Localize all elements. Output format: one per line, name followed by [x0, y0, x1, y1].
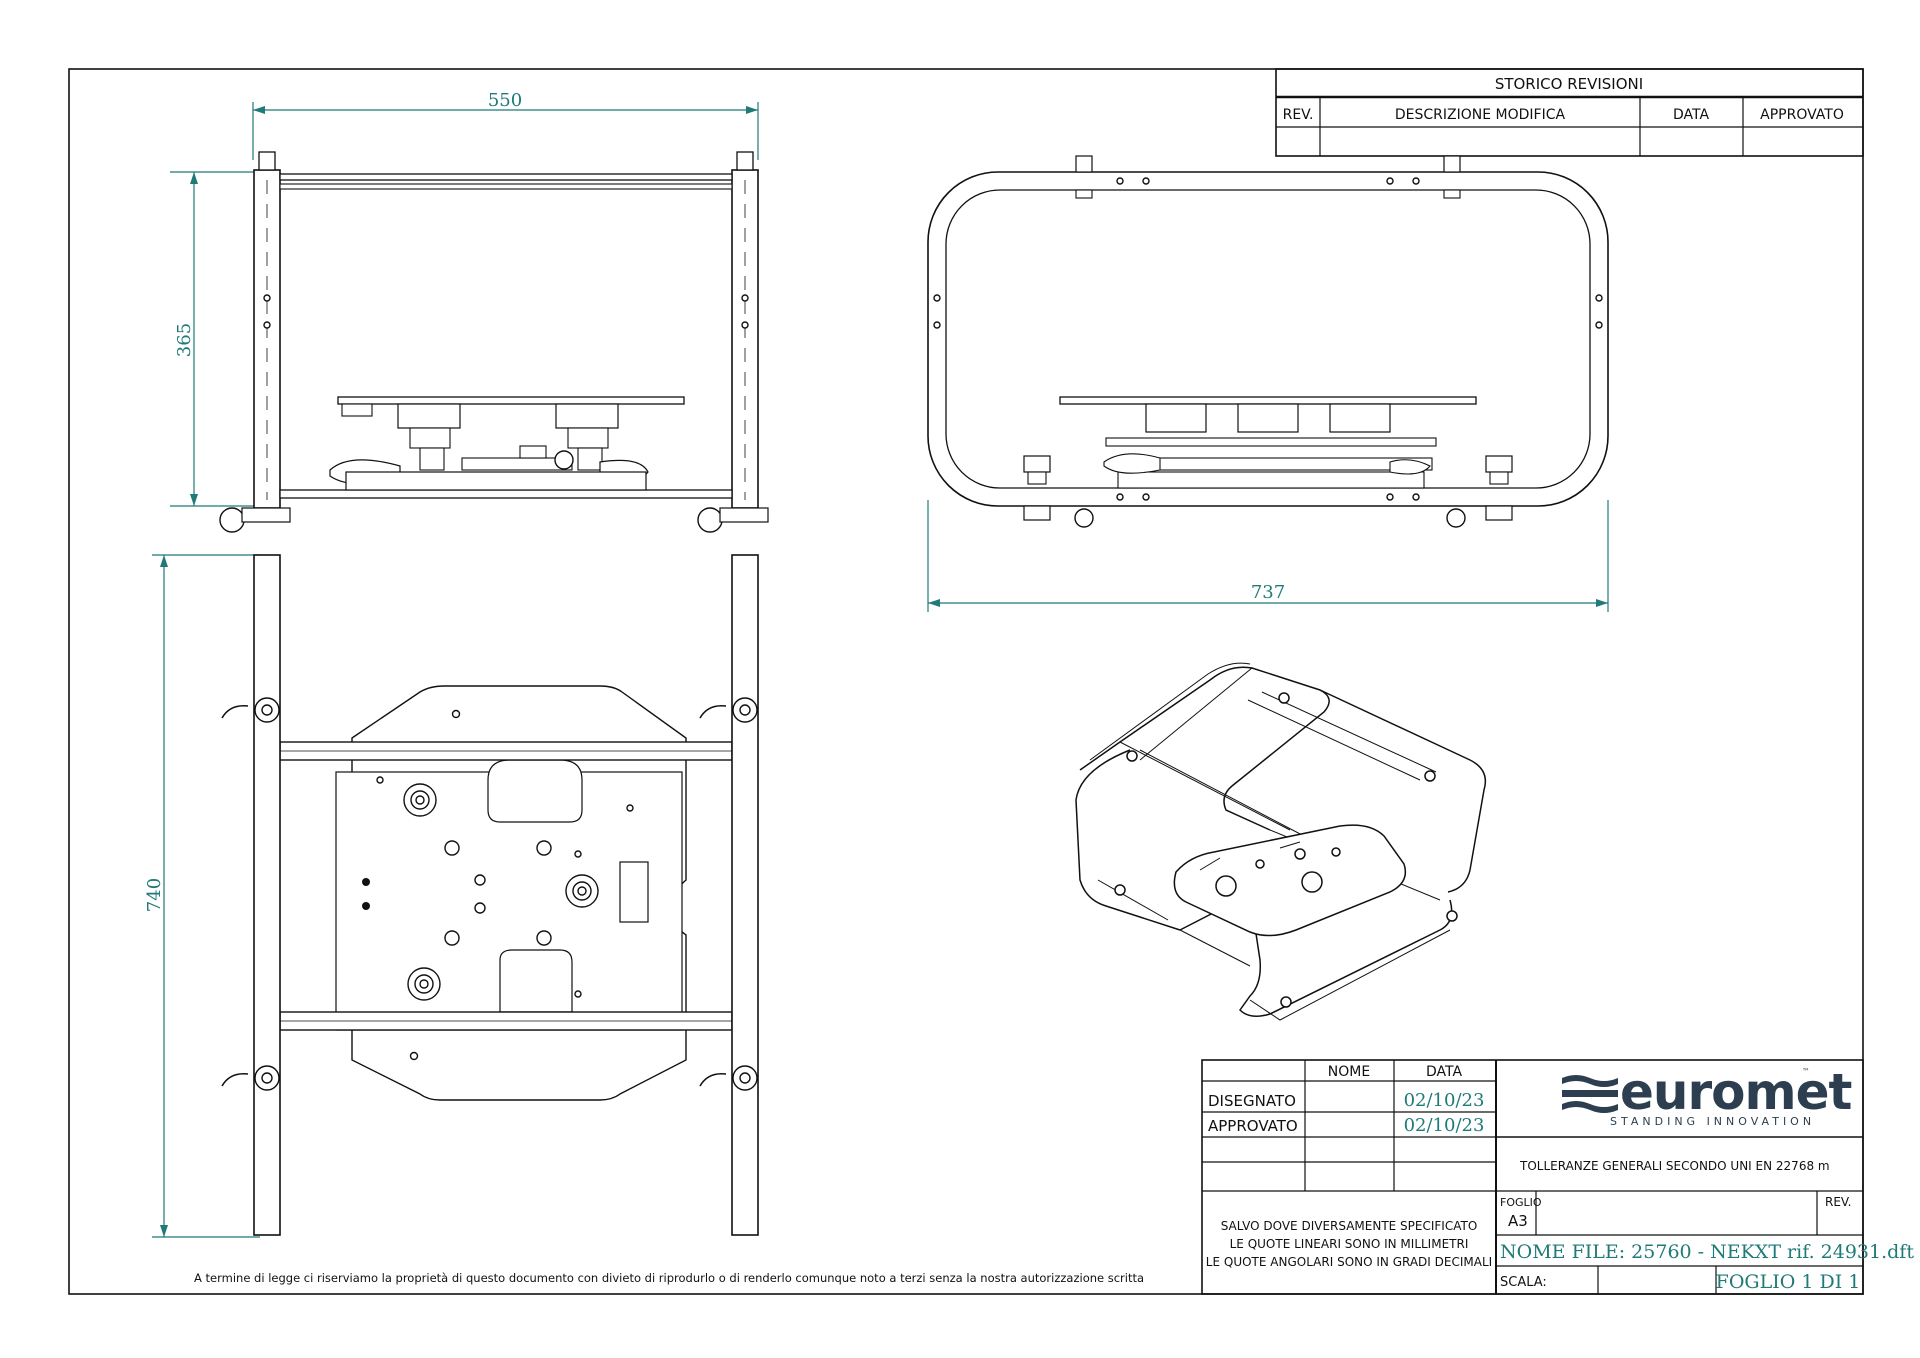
title-block: NOME DATA DISEGNATO 02/10/23 APPROVATO 0…: [1201, 1059, 1914, 1295]
note-line-3: LE QUOTE ANGOLARI SONO IN GRADI DECIMALI: [1206, 1255, 1492, 1269]
side-view: 737: [927, 155, 1609, 612]
revision-title: STORICO REVISIONI: [1495, 75, 1643, 93]
note-line-2: LE QUOTE LINEARI SONO IN MILLIMETRI: [1230, 1237, 1469, 1251]
foglio-label: FOGLIO: [1500, 1196, 1542, 1209]
isometric-view: [1075, 662, 1487, 1021]
approved-date: 02/10/23: [1404, 1115, 1485, 1136]
dimension-side-width: 737: [1251, 582, 1285, 603]
dimension-front-height: 365: [174, 323, 195, 357]
note-line-1: SALVO DOVE DIVERSAMENTE SPECIFICATO: [1221, 1219, 1478, 1233]
sheet-number: FOGLIO 1 DI 1: [1716, 1271, 1861, 1293]
drawn-label: DISEGNATO: [1208, 1092, 1296, 1110]
legal-notice: A termine di legge ci riserviamo la prop…: [194, 1271, 1144, 1285]
foglio-size: A3: [1508, 1212, 1528, 1230]
drawn-date: 02/10/23: [1404, 1090, 1485, 1111]
title-block-column-nome: NOME: [1328, 1064, 1370, 1080]
revision-header-date: DATA: [1673, 107, 1709, 123]
file-name: NOME FILE: 25760 - NEKXT rif. 24931.dft: [1500, 1241, 1914, 1263]
scale-label: SCALA:: [1500, 1275, 1547, 1290]
revision-header-approved: APPROVATO: [1760, 107, 1844, 123]
rev-label: REV.: [1825, 1195, 1851, 1209]
drawing-border: [68, 68, 1864, 1295]
revision-header-description: DESCRIZIONE MODIFICA: [1395, 107, 1566, 123]
revision-table: STORICO REVISIONI REV. DESCRIZIONE MODIF…: [1275, 68, 1864, 157]
front-view: 550 365: [170, 90, 769, 533]
euromet-logo: euromet ™ STANDING INNOVATION: [1562, 1063, 1853, 1128]
title-block-column-data: DATA: [1426, 1064, 1462, 1080]
euromet-logo-mark: [1562, 1075, 1618, 1113]
approved-label: APPROVATO: [1208, 1117, 1298, 1135]
dimension-top-depth: 740: [144, 878, 165, 912]
revision-header-rev: REV.: [1283, 107, 1314, 123]
trademark-symbol: ™: [1802, 1067, 1810, 1076]
euromet-tagline: STANDING INNOVATION: [1610, 1115, 1815, 1128]
euromet-logo-text: euromet: [1620, 1063, 1852, 1121]
dimension-front-width: 550: [488, 90, 522, 111]
top-view: 740: [144, 554, 759, 1238]
tolerances-text: TOLLERANZE GENERALI SECONDO UNI EN 22768…: [1519, 1159, 1830, 1173]
